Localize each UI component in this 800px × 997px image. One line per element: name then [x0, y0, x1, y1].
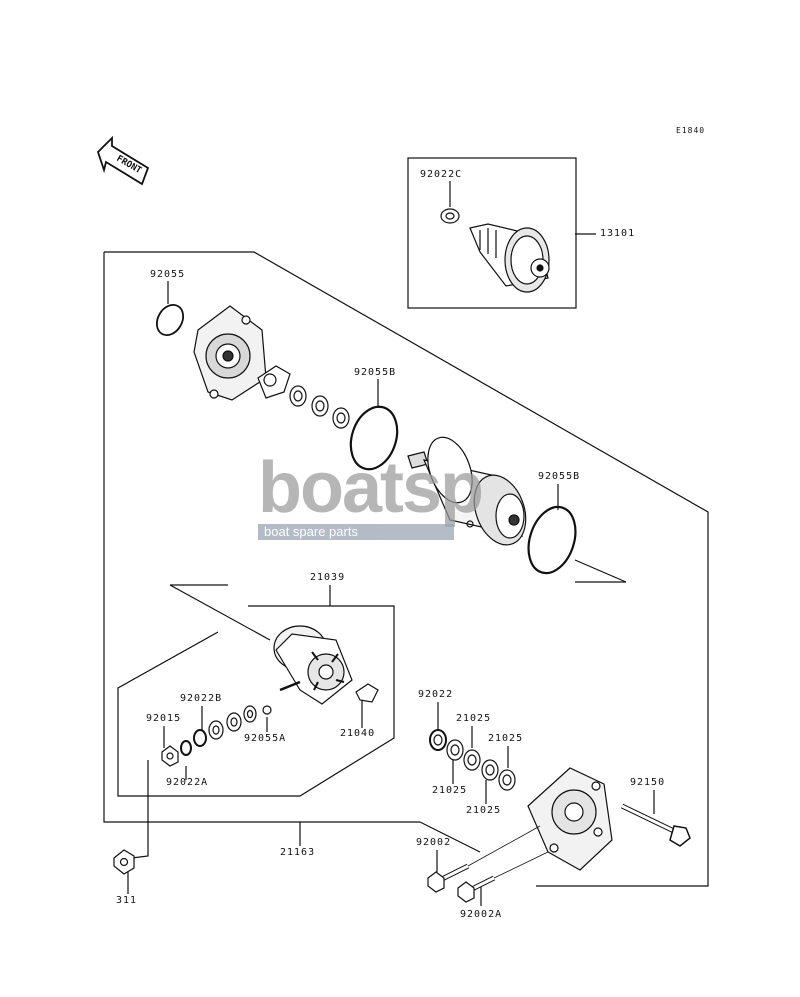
callout-21025-c: 21025	[432, 785, 468, 796]
callout-21163: 21163	[280, 847, 316, 858]
callout-13101: 13101	[600, 228, 636, 239]
callout-21025-d: 21025	[466, 805, 502, 816]
inset-box	[407, 157, 577, 309]
callout-311: 311	[116, 895, 138, 906]
callout-92002A: 92002A	[460, 909, 503, 920]
starter-clutch-part	[440, 208, 550, 293]
shim-21025-b	[463, 749, 481, 771]
bolt-92002	[427, 863, 470, 893]
front-arrow-icon	[96, 135, 150, 186]
callout-92002: 92002	[416, 837, 452, 848]
rear-cover-part	[527, 767, 613, 871]
starter-motor-part	[407, 436, 527, 546]
o-ring-92055B-top	[349, 405, 399, 471]
callout-92150: 92150	[630, 777, 666, 788]
washer-2	[311, 395, 329, 417]
front-cover-part	[193, 305, 267, 401]
shim-21025-a	[446, 739, 464, 761]
long-bolt-92150	[620, 803, 691, 847]
washer-5	[226, 712, 242, 732]
washer-92022B	[193, 729, 207, 747]
watermark-logo-text: boatsp	[258, 448, 484, 528]
bolt-92002A	[457, 875, 496, 903]
callout-92055B-right: 92055B	[538, 471, 581, 482]
callout-92055B-top: 92055B	[354, 367, 397, 378]
callout-92022C: 92022C	[420, 169, 463, 180]
callout-92055: 92055	[150, 269, 186, 280]
washer-3	[332, 407, 350, 429]
diagram-code: E1840	[676, 126, 706, 135]
lock-plate-part	[257, 365, 291, 399]
callout-92055A: 92055A	[244, 733, 287, 744]
callout-92015: 92015	[146, 713, 182, 724]
washer-1	[289, 385, 307, 407]
callout-92022A: 92022A	[166, 777, 209, 788]
o-ring-92055A	[262, 705, 272, 715]
watermark-tagline: boat spare parts	[258, 524, 454, 540]
o-ring-92055	[155, 304, 185, 336]
nut-92015	[161, 745, 179, 767]
callout-21039: 21039	[310, 572, 346, 583]
shim-21025-c	[481, 759, 499, 781]
nut-311	[113, 849, 135, 875]
washer-6	[208, 720, 224, 740]
callout-92022B: 92022B	[180, 693, 223, 704]
o-ring-92055B-right	[527, 505, 577, 575]
terminal-clip-part	[355, 683, 379, 703]
callout-92022: 92022	[418, 689, 454, 700]
main-outline	[104, 251, 709, 887]
shim-92022	[429, 729, 447, 751]
washer-92022A	[180, 740, 192, 756]
callout-21025-a: 21025	[456, 713, 492, 724]
brush-holder-part	[273, 625, 353, 705]
callout-21025-b: 21025	[488, 733, 524, 744]
callout-21040: 21040	[340, 728, 376, 739]
washer-4	[243, 705, 257, 723]
shim-21025-d	[498, 769, 516, 791]
